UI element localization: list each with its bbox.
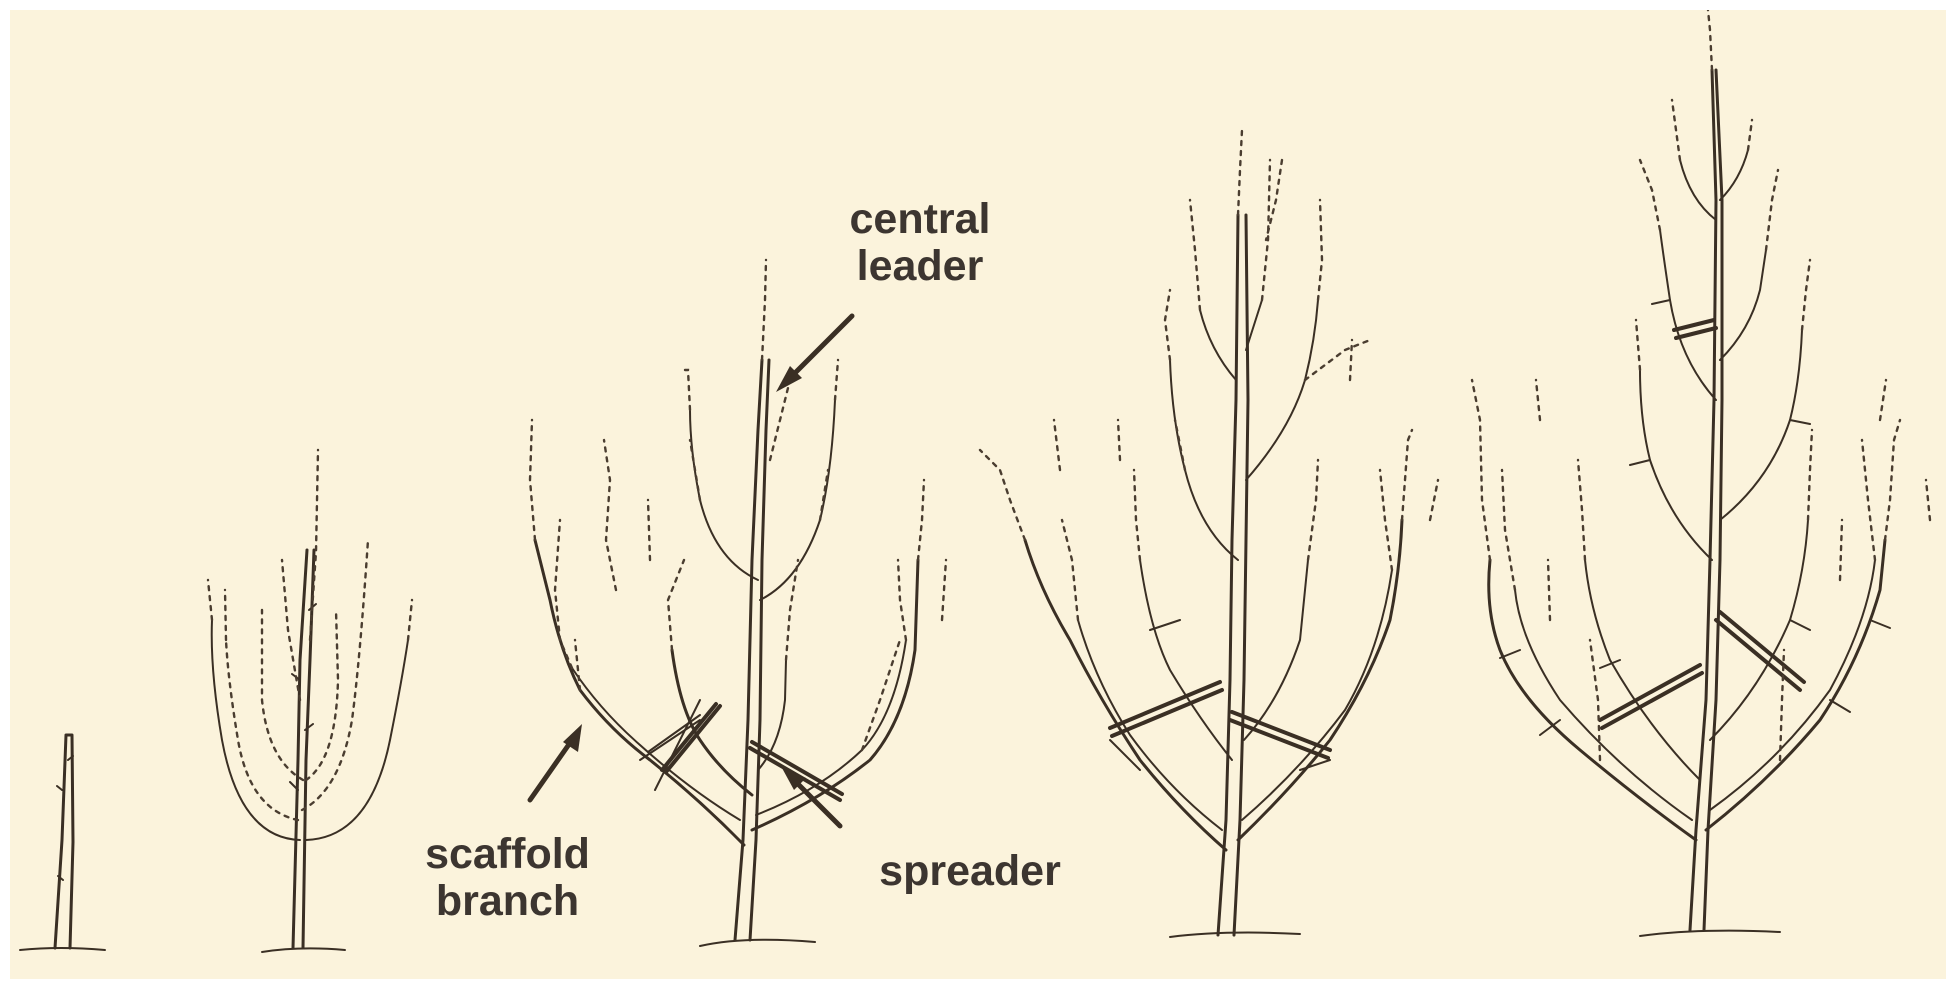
tree-mature <box>1472 10 1930 936</box>
label-scaffold-line2: branch <box>436 877 579 925</box>
label-central-leader: central leader <box>835 196 1005 290</box>
arrow-central-leader <box>776 316 852 392</box>
label-spreader: spreader <box>870 848 1070 895</box>
label-central-leader-line1: central <box>849 195 990 243</box>
label-scaffold-branch: scaffold branch <box>415 831 600 925</box>
label-spreader-text: spreader <box>879 847 1061 895</box>
tree-whip <box>20 735 105 950</box>
label-central-leader-line2: leader <box>857 242 984 290</box>
tree-first-year <box>208 450 412 952</box>
arrow-scaffold-branch <box>530 724 582 800</box>
label-scaffold-line1: scaffold <box>425 830 590 878</box>
tree-third-year <box>980 130 1438 937</box>
